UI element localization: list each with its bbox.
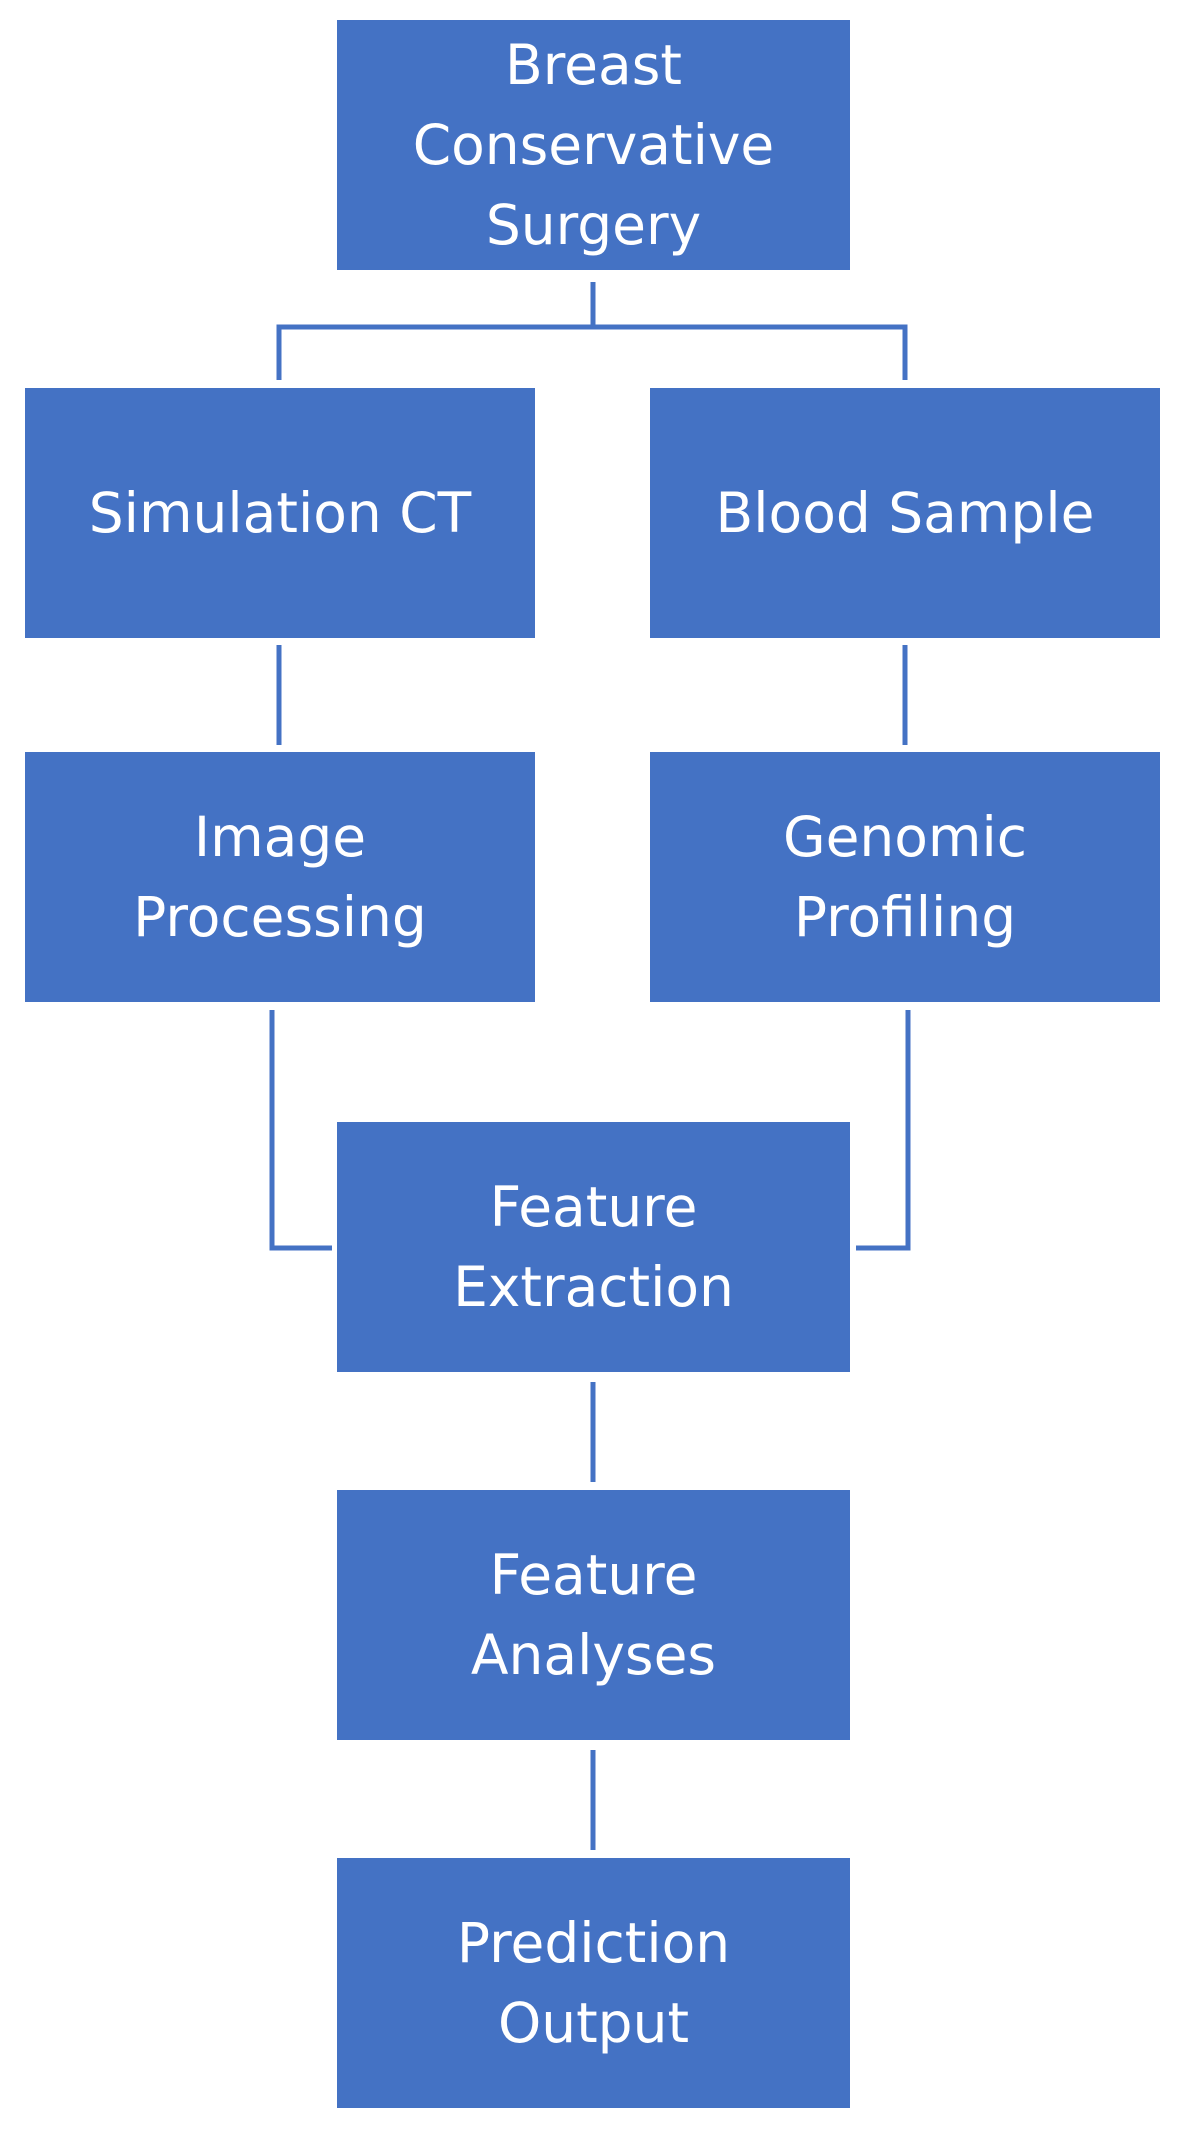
node-simulation-ct: Simulation CT bbox=[25, 388, 535, 638]
node-feature-extraction: Feature Extraction bbox=[337, 1122, 850, 1372]
node-prediction-output: Prediction Output bbox=[337, 1858, 850, 2108]
node-blood-sample: Blood Sample bbox=[650, 388, 1160, 638]
node-label-line: Surgery bbox=[485, 193, 702, 257]
connector-genomic-to-featext bbox=[856, 1010, 911, 1251]
node-label-line: Image bbox=[193, 805, 367, 869]
node-label-line: Feature bbox=[489, 1175, 698, 1239]
node-label-line: Output bbox=[497, 1991, 690, 2055]
node-label-line: Blood Sample bbox=[715, 481, 1095, 545]
node-label-line: Extraction bbox=[453, 1255, 734, 1319]
node-image-processing: Image Processing bbox=[25, 752, 535, 1002]
node-label-line: Breast bbox=[505, 33, 682, 97]
node-label-line: Analyses bbox=[470, 1623, 717, 1687]
connector-imgproc-to-featext bbox=[269, 1010, 332, 1251]
node-breast-conservative-surgery: Breast Conservative Surgery bbox=[337, 20, 850, 270]
node-label-line: Conservative bbox=[412, 113, 775, 177]
node-label-line: Genomic bbox=[782, 805, 1028, 869]
node-genomic-profiling: Genomic Profiling bbox=[650, 752, 1160, 1002]
node-feature-analyses: Feature Analyses bbox=[337, 1490, 850, 1740]
node-label-line: Processing bbox=[133, 885, 427, 949]
node-label-line: Feature bbox=[489, 1543, 698, 1607]
node-label-line: Prediction bbox=[456, 1911, 731, 1975]
node-label-line: Simulation CT bbox=[88, 481, 472, 545]
connector-surgery-to-branches bbox=[276, 282, 596, 380]
connector-surgery-to-blood bbox=[593, 324, 908, 380]
node-label-line: Profiling bbox=[793, 885, 1017, 949]
